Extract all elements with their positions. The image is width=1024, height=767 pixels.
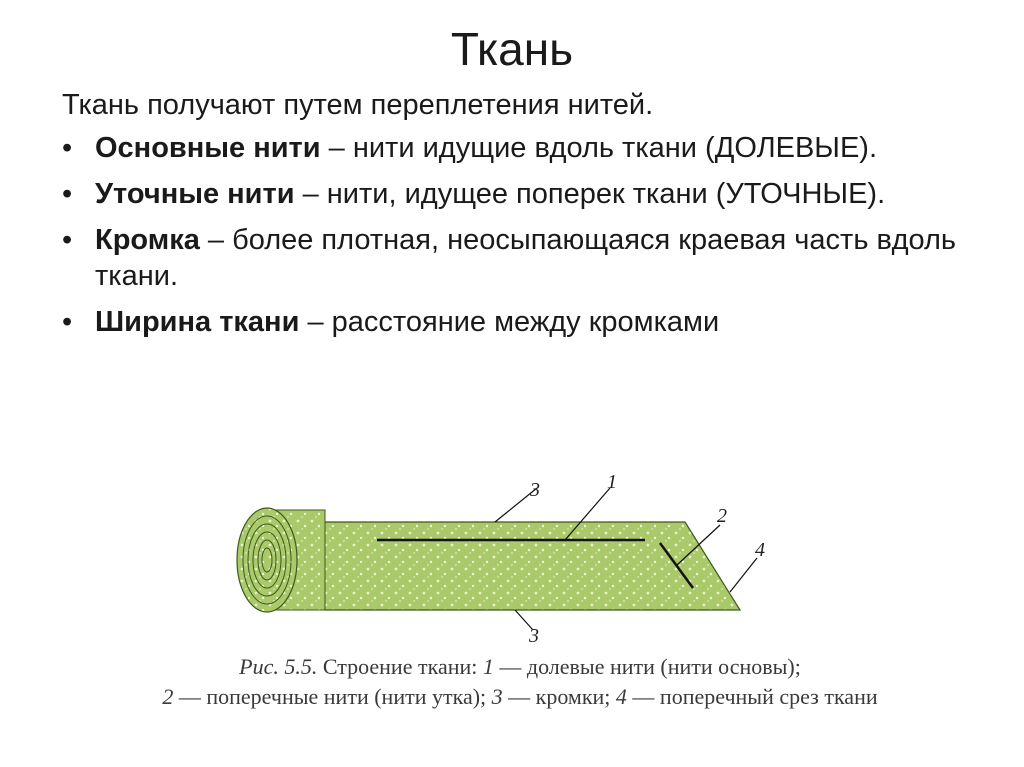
caption-figure-number: Рис. 5.5.	[239, 654, 318, 679]
slide-title: Ткань	[450, 23, 574, 75]
term: Кромка	[95, 224, 200, 256]
label-1: 1	[607, 471, 617, 493]
term: Уточные нити	[95, 178, 295, 210]
leader-line	[729, 557, 758, 593]
caption-label-number: 3	[491, 684, 503, 709]
label-3-bottom: 3	[528, 625, 539, 647]
definition: – более плотная, неосыпающаяся краевая ч…	[95, 224, 957, 292]
fabric-roll	[236, 507, 326, 613]
leader-line	[676, 524, 721, 566]
bullet-warp-threads: Основные нити – нити идущие вдоль ткани …	[62, 130, 982, 166]
figure-caption: Рис. 5.5. Строение ткани: 1 — долевые ни…	[60, 652, 980, 712]
bullet-selvedge: Кромка – более плотная, неосыпающаяся кр…	[62, 222, 982, 294]
label-2: 2	[717, 505, 727, 527]
intro-text: Ткань получают путем переплетения нитей.	[62, 89, 654, 121]
term: Основные нити	[95, 132, 321, 164]
caption-label-number: 4	[615, 684, 627, 709]
definition: – нити идущие вдоль ткани (ДОЛЕВЫЕ).	[320, 132, 878, 164]
caption-text: — долевые нити (нити основы);	[493, 654, 801, 679]
fabric-structure-figure: 3 1 2 4 3	[236, 471, 765, 647]
definition: – нити, идущее поперек ткани (УТОЧНЫЕ).	[294, 178, 886, 210]
caption-line-1: Рис. 5.5. Строение ткани: 1 — долевые ни…	[60, 652, 980, 682]
label-3-top: 3	[529, 479, 540, 501]
caption-label-number: 2	[162, 684, 174, 709]
caption-line-2: 2 — поперечные нити (нити утка); 3 — кро…	[60, 682, 980, 712]
definition: – расстояние между кромками	[299, 306, 720, 338]
caption-text: Строение ткани:	[317, 654, 483, 679]
caption-label-number: 1	[482, 654, 494, 679]
leader-line	[494, 487, 538, 523]
label-4: 4	[755, 539, 765, 561]
leader-line	[564, 487, 611, 541]
caption-text: — кромки;	[502, 684, 616, 709]
slide-content: Ткань получают путем переплетения нитей.…	[62, 86, 982, 350]
caption-text: — поперечный срез ткани	[626, 684, 878, 709]
leader-line	[514, 609, 534, 631]
definition-list: Основные нити – нити идущие вдоль ткани …	[62, 130, 982, 340]
term: Ширина ткани	[95, 306, 300, 338]
bullet-fabric-width: Ширина ткани – расстояние между кромками	[62, 304, 982, 340]
caption-text: — поперечные нити (нити утка);	[173, 684, 492, 709]
weft-thread-line	[658, 542, 695, 589]
bullet-weft-threads: Уточные нити – нити, идущее поперек ткан…	[62, 176, 982, 212]
